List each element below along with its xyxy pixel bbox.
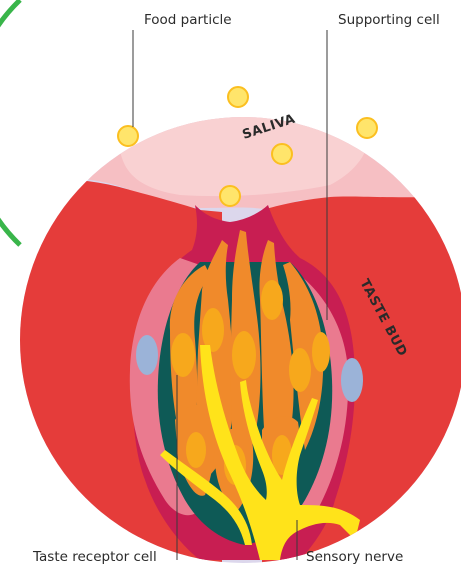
food-particle: [357, 118, 377, 138]
food-particle-label: Food particle: [144, 12, 232, 28]
taste-receptor-cell-label: Taste receptor cell: [33, 549, 157, 565]
green-ring-arc: [0, 0, 20, 245]
sensory-nerve-label: Sensory nerve: [306, 549, 403, 565]
supporting-cell-nucleus-right: [341, 358, 363, 402]
food-particle: [272, 144, 292, 164]
supporting-cell-label: Supporting cell: [338, 12, 440, 28]
food-particle: [118, 126, 138, 146]
food-particle: [228, 87, 248, 107]
supporting-cell-nucleus-left: [136, 335, 158, 375]
saliva-highlight: [120, 108, 368, 196]
food-particle: [220, 186, 240, 206]
